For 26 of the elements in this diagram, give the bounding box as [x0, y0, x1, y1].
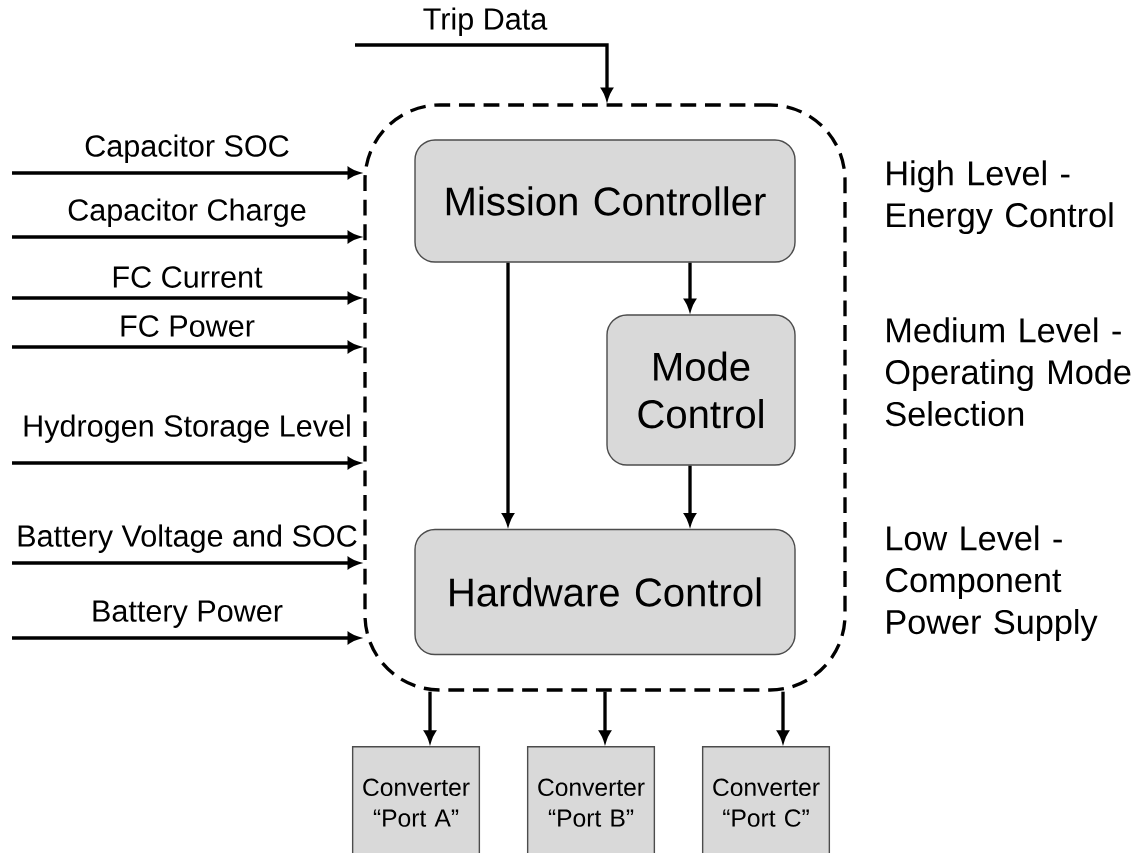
arrow	[684, 262, 696, 311]
dashed-boundary	[363, 103, 847, 692]
converter-box: Converter “Port C”	[701, 746, 831, 853]
signal-label: Capacitor Charge	[68, 198, 306, 227]
signal-label: Hydrogen Storage Level	[24, 414, 350, 443]
controller-box: Mission Controller	[414, 139, 796, 263]
arrow	[12, 292, 360, 304]
signal-label: Battery Voltage and SOC	[18, 524, 357, 553]
arrow	[12, 632, 360, 644]
level-label: High Level - Energy Control	[887, 160, 1113, 235]
arrow	[12, 167, 360, 179]
signal-label: Capacitor SOC	[85, 134, 289, 163]
signal-label: Battery Power	[93, 600, 283, 628]
converter-box: Converter “Port A”	[351, 746, 481, 853]
controller-box: Mode Control	[606, 314, 796, 466]
arrow	[12, 457, 360, 469]
level-label: Medium Level - Operating Mode Selection	[885, 317, 1131, 427]
signal-label: Trip Data	[423, 7, 548, 36]
level-label: Low Level - Component Power Supply	[886, 525, 1098, 641]
arrow	[12, 557, 360, 569]
controller-box: Hardware Control	[414, 528, 796, 656]
signal-label: FC Current	[113, 266, 263, 288]
signal-label: FC Power	[121, 315, 255, 337]
arrow	[12, 231, 360, 243]
arrow	[12, 341, 360, 353]
converter-box: Converter “Port B”	[526, 746, 656, 853]
